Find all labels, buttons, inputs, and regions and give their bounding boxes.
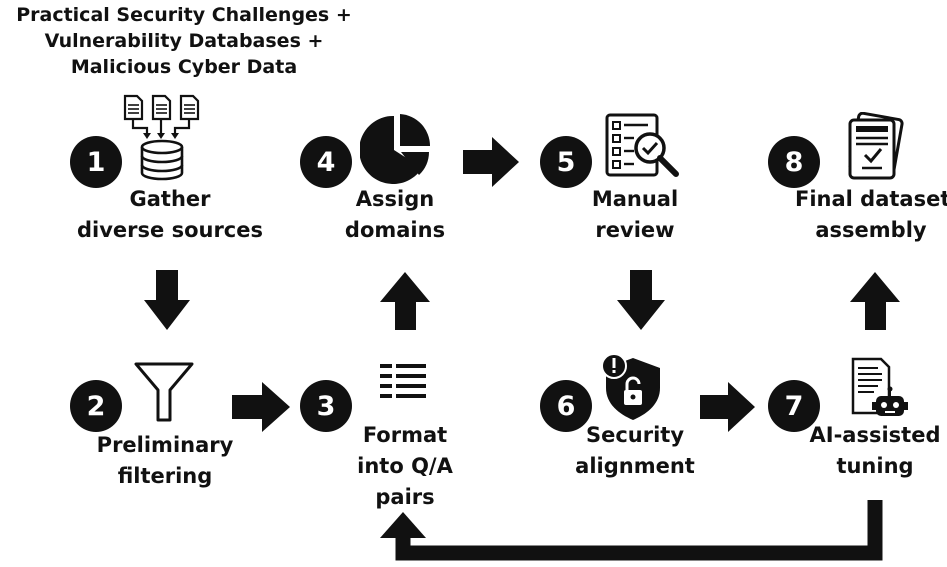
step-label-line: alignment bbox=[575, 454, 695, 478]
arrow-5-to-6 bbox=[617, 270, 665, 330]
step-label-5: Manual review bbox=[565, 184, 705, 246]
step-badge-3: 3 bbox=[300, 380, 352, 432]
step-label-line: Preliminary bbox=[96, 433, 234, 457]
step-badge-5: 5 bbox=[540, 136, 592, 188]
step-label-line: Final dataset bbox=[795, 187, 947, 211]
pie-chart-icon bbox=[360, 114, 431, 184]
arrow-4-to-5 bbox=[463, 137, 519, 187]
step-label-7: AI-assisted tuning bbox=[800, 420, 947, 482]
database-icon bbox=[123, 94, 200, 181]
step-label-3: Format into Q/A pairs bbox=[335, 420, 475, 513]
step-label-2: Preliminary filtering bbox=[70, 430, 260, 492]
shield-lock-icon bbox=[601, 353, 660, 420]
arrow-3-to-4 bbox=[380, 272, 430, 330]
sources-line: Practical Security Challenges + bbox=[16, 4, 352, 26]
sources-line: Vulnerability Databases + bbox=[44, 30, 324, 52]
funnel-icon bbox=[134, 362, 194, 422]
step-label-line: into Q/A bbox=[357, 454, 453, 478]
step-label-line: pairs bbox=[375, 485, 435, 509]
step-badge-6: 6 bbox=[540, 380, 592, 432]
arrow-7-to-3-loop bbox=[395, 500, 883, 561]
step-label-6: Security alignment bbox=[560, 420, 710, 482]
step-label-line: review bbox=[595, 218, 675, 242]
step-label-1: Gather diverse sources bbox=[55, 184, 285, 246]
step-label-8: Final dataset assembly bbox=[795, 184, 947, 246]
list-icon bbox=[380, 364, 426, 398]
arrow-7-to-8 bbox=[850, 272, 900, 330]
step-badge-2: 2 bbox=[70, 380, 122, 432]
step-label-line: Format bbox=[362, 423, 448, 447]
document-robot-icon bbox=[851, 357, 908, 416]
step-label-line: assembly bbox=[815, 218, 927, 242]
step-label-line: Manual bbox=[591, 187, 679, 211]
step-label-line: Gather bbox=[129, 187, 211, 211]
step-badge-8: 8 bbox=[768, 136, 820, 188]
arrow-6-to-7 bbox=[700, 382, 755, 432]
step-label-4: Assign domains bbox=[320, 184, 470, 246]
checklist-magnifier-icon bbox=[605, 113, 679, 177]
step-badge-1: 1 bbox=[70, 136, 122, 188]
arrow-7-to-3-head bbox=[380, 512, 426, 538]
step-label-line: diverse sources bbox=[77, 218, 263, 242]
step-badge-4: 4 bbox=[300, 136, 352, 188]
step-badge-7: 7 bbox=[768, 380, 820, 432]
arrow-1-to-2 bbox=[144, 270, 190, 330]
step-label-line: domains bbox=[344, 218, 446, 242]
step-label-line: AI-assisted bbox=[809, 423, 941, 447]
step-label-line: Security bbox=[585, 423, 685, 447]
sources-line: Malicious Cyber Data bbox=[70, 56, 298, 78]
step-label-line: Assign bbox=[355, 187, 435, 211]
step-label-line: tuning bbox=[836, 454, 914, 478]
approved-document-icon bbox=[848, 112, 904, 180]
arrow-2-to-3 bbox=[232, 382, 290, 432]
sources-header: Practical Security Challenges + Vulnerab… bbox=[0, 2, 368, 80]
step-label-line: filtering bbox=[117, 464, 213, 488]
